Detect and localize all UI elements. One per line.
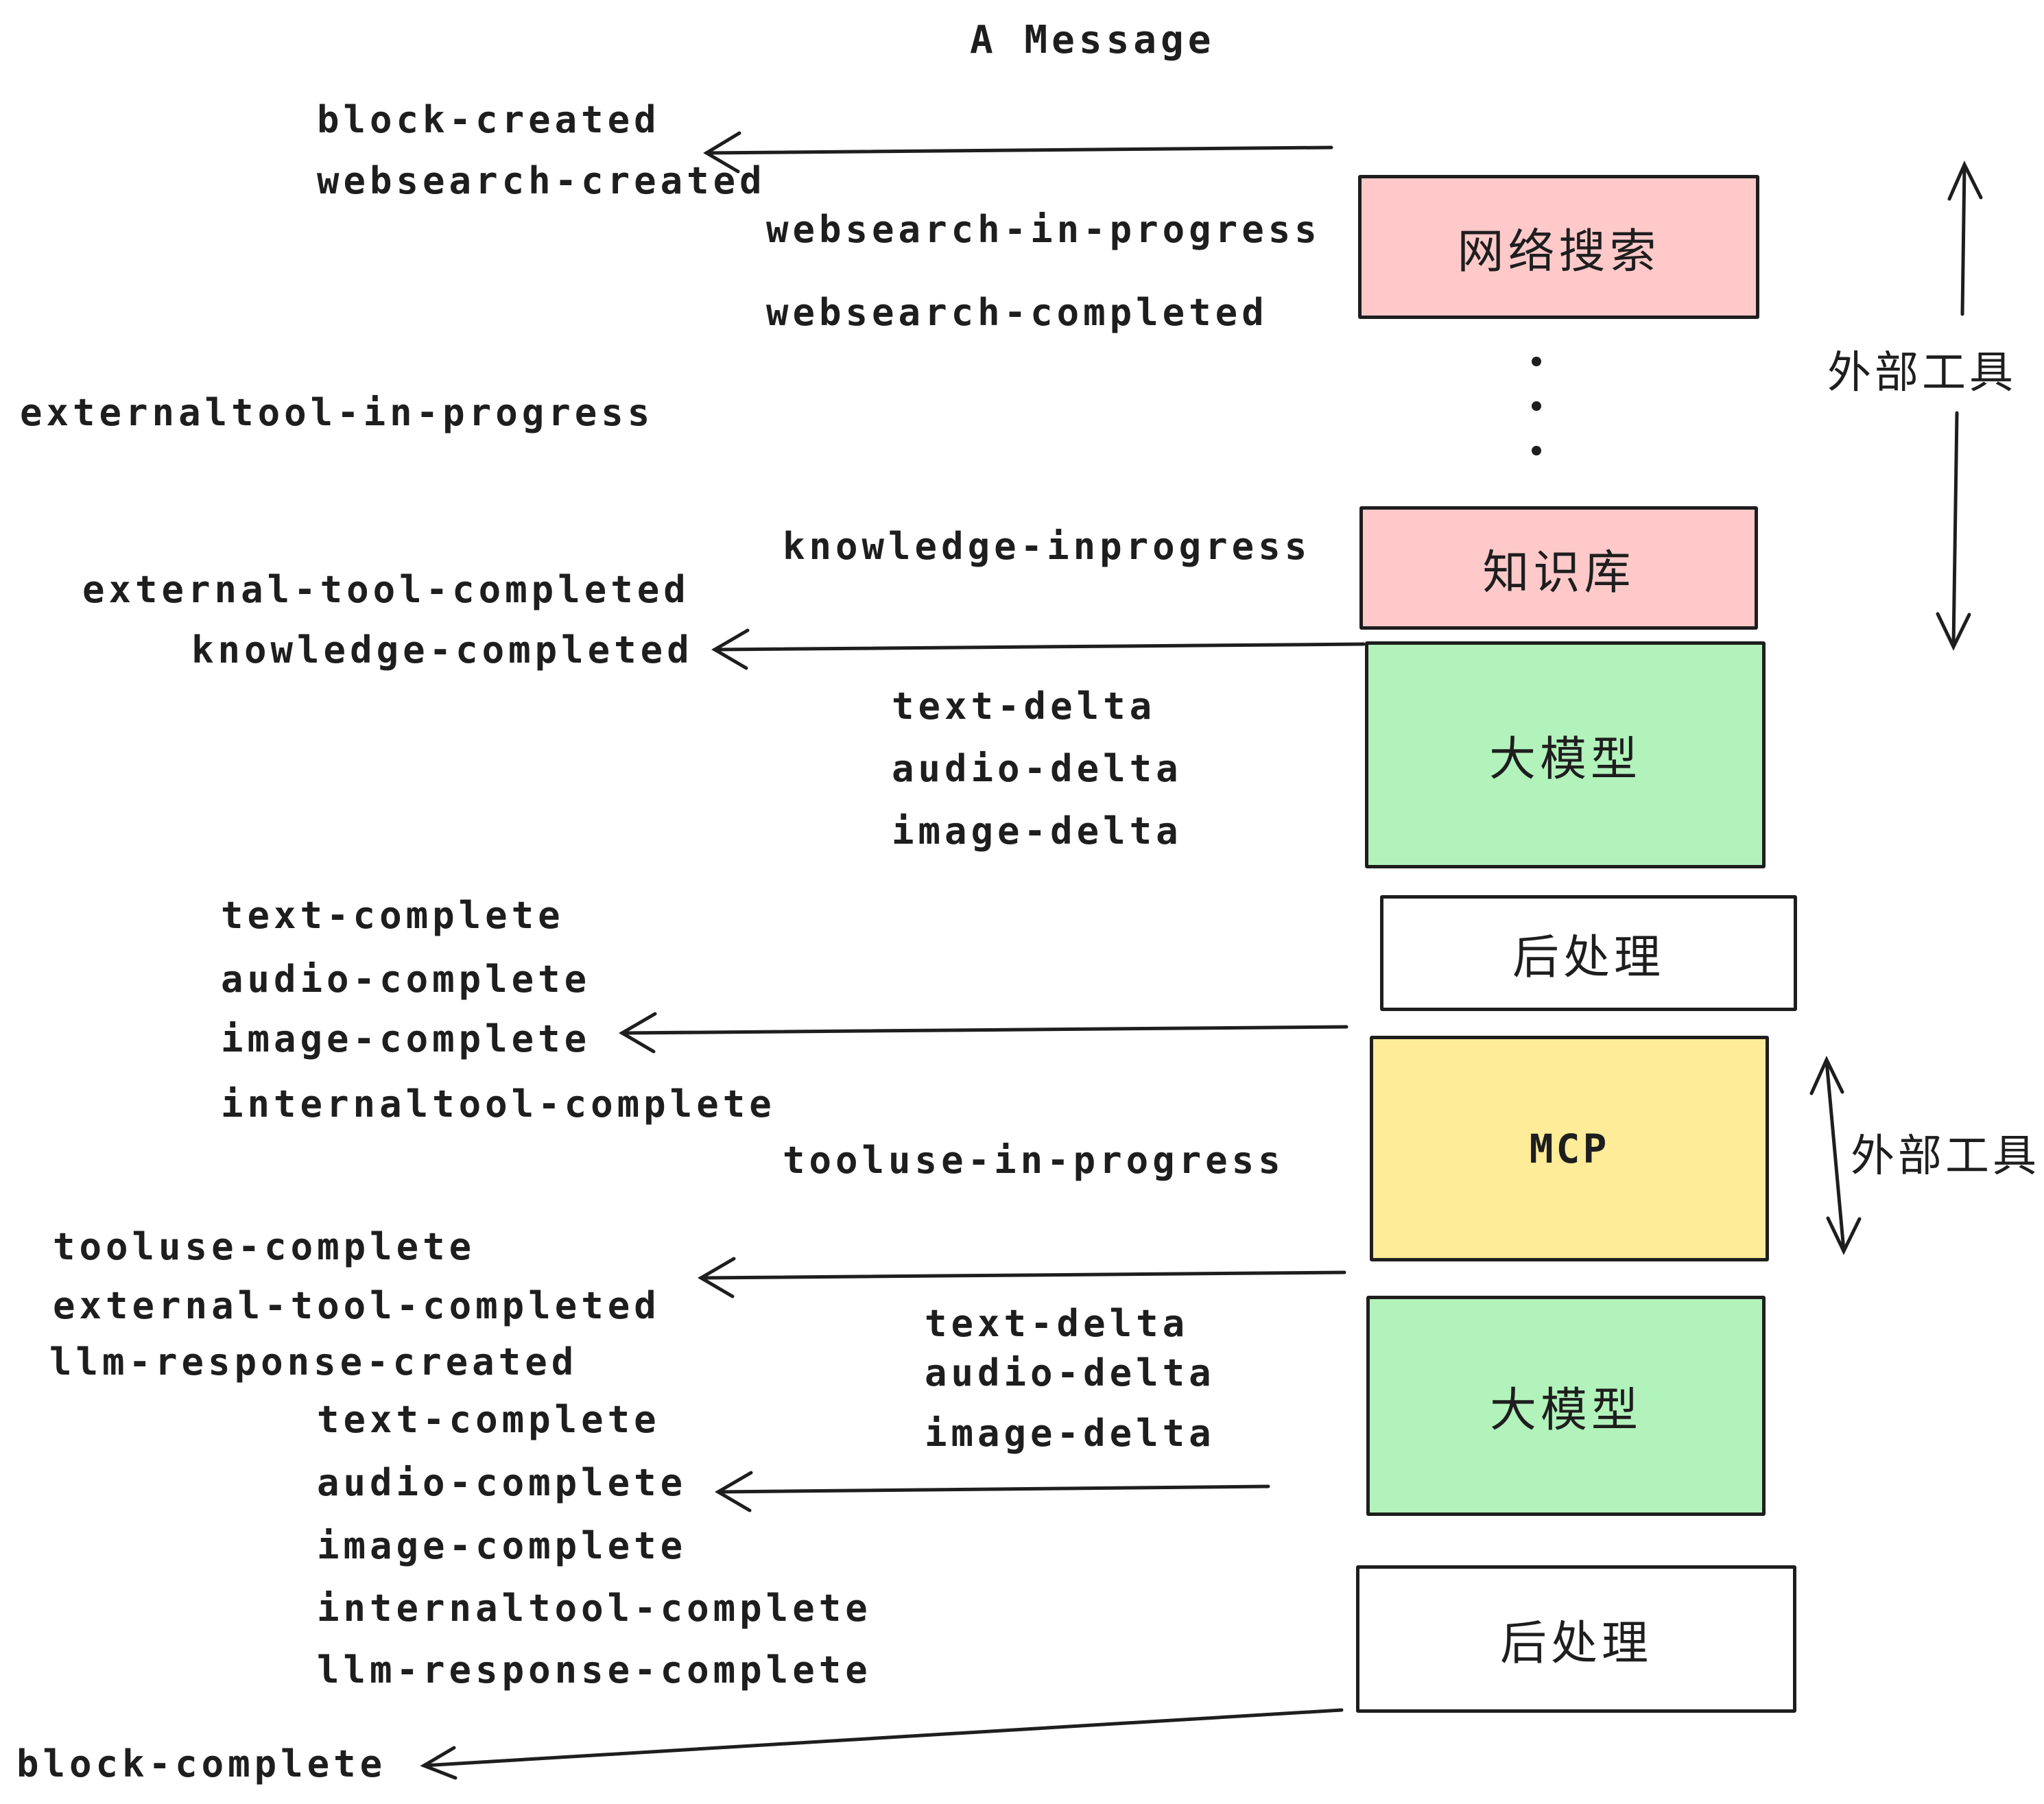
event-websearch-completed: websearch-completed	[766, 291, 1268, 334]
box-llm-2: 大模型	[1366, 1296, 1766, 1516]
event-websearch-created: websearch-created	[317, 159, 766, 202]
diagram-title: A Message	[970, 18, 1215, 62]
arrow-image-complete	[619, 1012, 1348, 1054]
event-llm-response-complete: llm-response-complete	[317, 1648, 872, 1692]
box-websearch: 网络搜索	[1358, 175, 1759, 319]
event-audio-complete-1: audio-complete	[221, 958, 591, 1001]
box-mcp: MCP	[1370, 1036, 1769, 1261]
arrow-block-complete	[420, 1708, 1344, 1780]
double-arrow-external-tools-top	[1936, 161, 1983, 651]
box-postprocess-2: 后处理	[1356, 1565, 1796, 1713]
event-knowledge-completed: knowledge-completed	[191, 628, 693, 672]
double-arrow-external-tools-mcp	[1809, 1056, 1862, 1255]
event-image-delta-1: image-delta	[892, 809, 1183, 853]
event-knowledge-inprogress: knowledge-inprogress	[783, 525, 1311, 568]
event-block-created: block-created	[317, 98, 661, 141]
box-knowledge-label: 知识库	[1482, 546, 1635, 599]
event-image-complete-1: image-complete	[221, 1017, 591, 1060]
event-text-delta-1: text-delta	[892, 685, 1156, 728]
side-label-external-tools-top: 外部工具	[1827, 348, 2017, 397]
event-text-delta-2: text-delta	[925, 1302, 1189, 1345]
event-block-complete: block-complete	[16, 1742, 387, 1785]
event-external-tool-completed-2: external-tool-completed	[53, 1284, 661, 1327]
event-text-complete-1: text-complete	[221, 894, 565, 937]
event-image-complete-2: image-complete	[317, 1524, 687, 1567]
box-llm-1: 大模型	[1365, 641, 1766, 868]
event-llm-response-created: llm-response-created	[49, 1340, 578, 1384]
event-websearch-in-progress: websearch-in-progress	[766, 208, 1321, 251]
arrow-audio-complete	[715, 1471, 1270, 1512]
side-label-external-tools-mcp: 外部工具	[1851, 1131, 2040, 1180]
box-llm-1-label: 大模型	[1488, 733, 1641, 785]
event-audio-delta-1: audio-delta	[892, 747, 1183, 790]
box-knowledge: 知识库	[1359, 506, 1758, 630]
event-image-delta-2: image-delta	[925, 1412, 1215, 1455]
arrow-block-created	[703, 131, 1333, 174]
event-text-complete-2: text-complete	[317, 1398, 661, 1441]
event-externaltool-in-progress: externaltool-in-progress	[20, 391, 654, 434]
arrow-external-tool-completed	[698, 1257, 1346, 1298]
event-internaltool-complete-2: internaltool-complete	[317, 1587, 872, 1630]
event-audio-delta-2: audio-delta	[925, 1351, 1215, 1394]
box-mcp-label: MCP	[1529, 1125, 1610, 1172]
event-external-tool-completed: external-tool-completed	[82, 568, 690, 611]
box-postprocess-1-label: 后处理	[1512, 931, 1665, 984]
event-audio-complete-2: audio-complete	[317, 1461, 687, 1504]
ellipsis-dots	[1532, 357, 1541, 455]
box-postprocess-1: 后处理	[1380, 895, 1797, 1011]
event-tooluse-in-progress: tooluse-in-progress	[783, 1139, 1285, 1182]
event-tooluse-complete: tooluse-complete	[53, 1225, 476, 1268]
box-websearch-label: 网络搜索	[1457, 225, 1661, 278]
box-postprocess-2-label: 后处理	[1499, 1617, 1652, 1670]
event-internaltool-complete-1: internaltool-complete	[221, 1082, 776, 1126]
box-llm-2-label: 大模型	[1489, 1384, 1642, 1436]
arrow-knowledge-completed	[711, 628, 1366, 670]
